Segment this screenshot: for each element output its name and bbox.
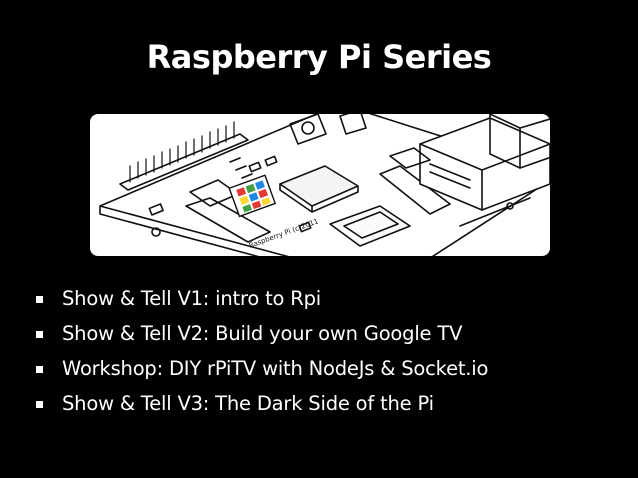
bullet-list: Show & Tell V1: intro to Rpi Show & Tell…	[34, 284, 488, 424]
slide-title: Raspberry Pi Series	[146, 38, 492, 76]
bullet-text: Show & Tell V3: The Dark Side of the Pi	[62, 392, 434, 415]
bullet-square-icon	[36, 296, 43, 303]
bullet-square-icon	[36, 366, 43, 373]
bullet-item: Show & Tell V3: The Dark Side of the Pi	[34, 389, 488, 424]
bullet-item: Workshop: DIY rPiTV with NodeJs & Socket…	[34, 354, 488, 389]
bullet-text: Show & Tell V2: Build your own Google TV	[62, 322, 463, 345]
bullet-square-icon	[36, 331, 43, 338]
bullet-item: Show & Tell V1: intro to Rpi	[34, 284, 488, 319]
bullet-text: Workshop: DIY rPiTV with NodeJs & Socket…	[62, 357, 489, 380]
bullet-square-icon	[36, 401, 43, 408]
bullet-text: Show & Tell V1: intro to Rpi	[62, 287, 322, 310]
raspberry-pi-board-illustration: Raspberry Pi (c)2011	[90, 114, 550, 256]
bullet-item: Show & Tell V2: Build your own Google TV	[34, 319, 488, 354]
